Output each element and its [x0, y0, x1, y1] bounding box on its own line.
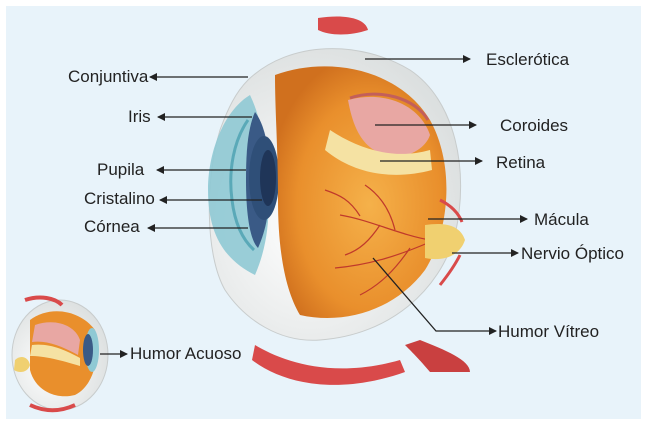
- top-muscle: [318, 17, 368, 35]
- label-nervio-optico: Nervio Óptico: [521, 244, 624, 264]
- label-pupila: Pupila: [97, 160, 144, 180]
- label-humor-acuoso: Humor Acuoso: [130, 344, 242, 364]
- optic-nerve: [425, 224, 465, 259]
- right-muscle: [405, 340, 470, 372]
- label-retina: Retina: [496, 153, 545, 173]
- bottom-muscle: [252, 345, 405, 385]
- label-cornea: Córnea: [84, 217, 140, 237]
- label-humor-vitreo: Humor Vítreo: [498, 322, 599, 342]
- label-macula: Mácula: [534, 210, 589, 230]
- label-iris: Iris: [128, 107, 151, 127]
- small-eye: [12, 298, 108, 411]
- label-esclerotica: Esclerótica: [486, 50, 569, 70]
- label-cristalino: Cristalino: [84, 189, 155, 209]
- label-conjuntiva: Conjuntiva: [68, 67, 148, 87]
- label-coroides: Coroides: [500, 116, 568, 136]
